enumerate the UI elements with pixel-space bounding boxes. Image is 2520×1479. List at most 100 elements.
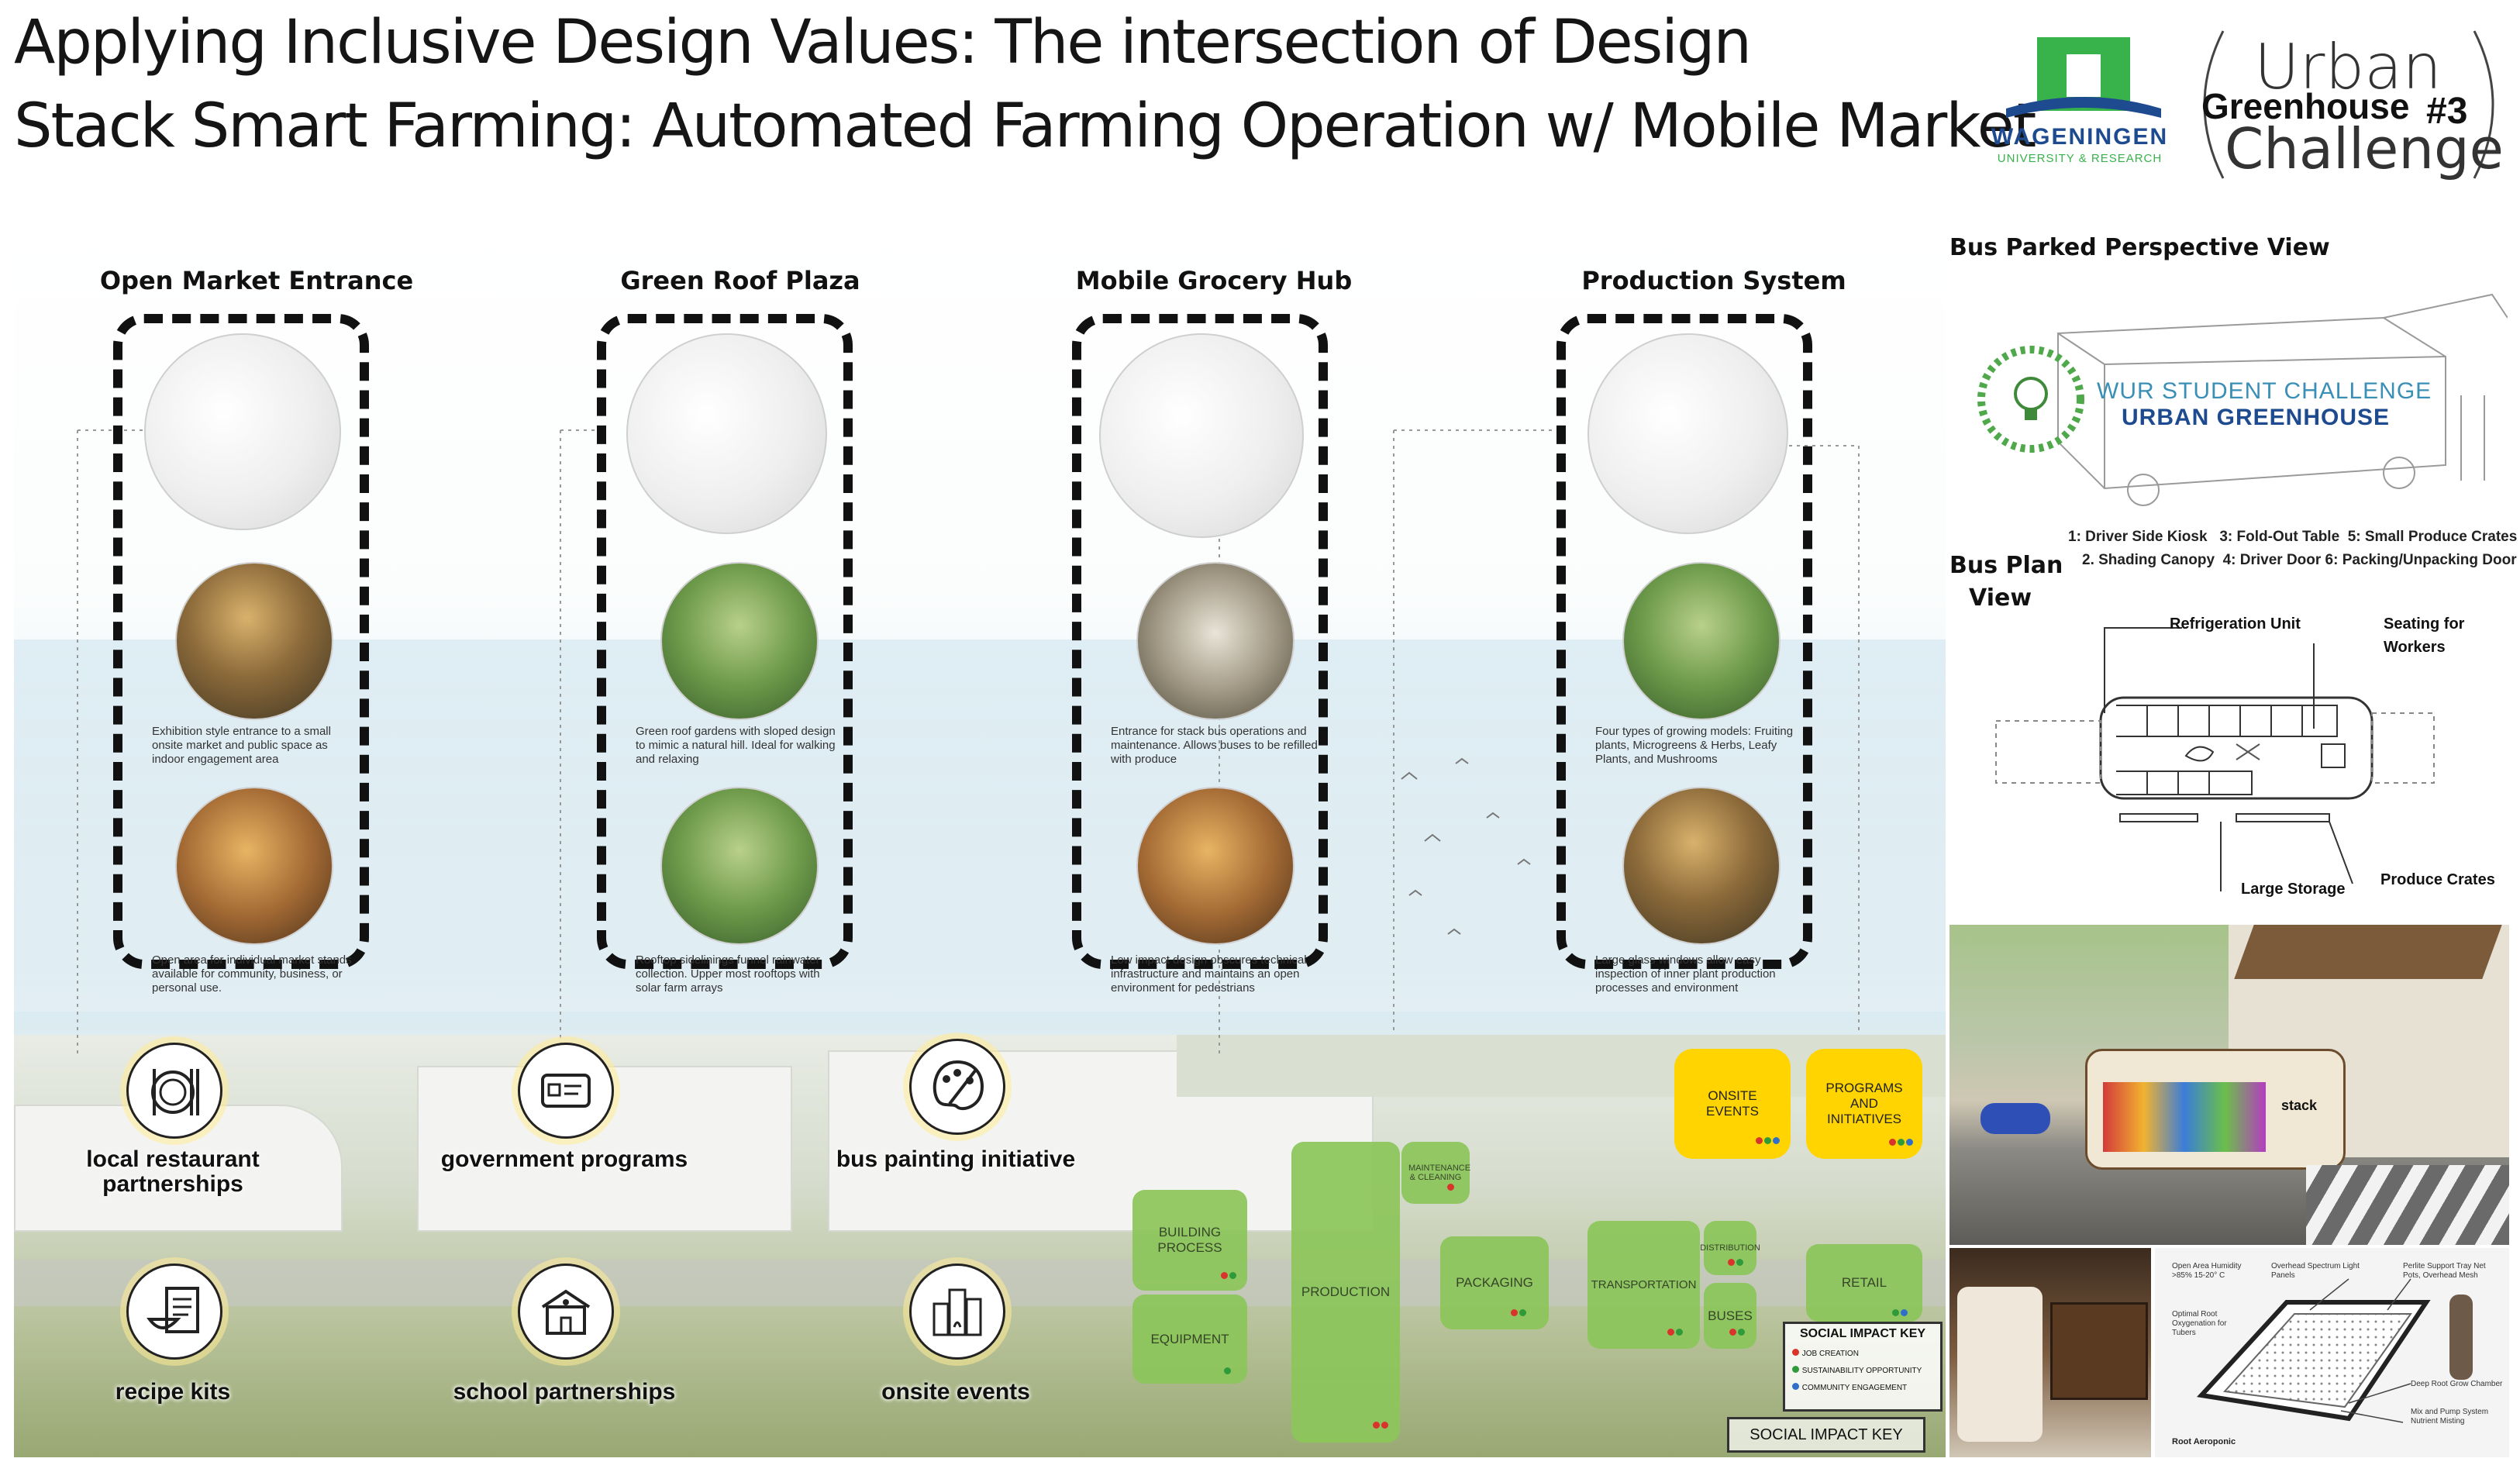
mobile-grocery-photo-1 bbox=[1136, 562, 1294, 720]
building-process-label: BUILDING PROCESS bbox=[1157, 1225, 1222, 1255]
mix-pump-label: Mix and Pump System Nutrient Misting bbox=[2411, 1408, 2489, 1426]
bus-mural bbox=[2103, 1082, 2266, 1152]
ugc-number: #3 bbox=[2426, 91, 2468, 132]
wur-student-challenge-text: WUR STUDENT CHALLENGE bbox=[2097, 378, 2432, 404]
wur-sub: UNIVERSITY & RESEARCH bbox=[1997, 152, 2163, 165]
produce-crates-label: Produce Crates bbox=[2380, 871, 2495, 888]
crosswalk bbox=[2306, 1165, 2509, 1245]
green-roof-desc-1: Green roof gardens with sloped design to… bbox=[636, 725, 836, 766]
maintenance-impact-dots bbox=[1446, 1181, 1455, 1195]
key-item-sustainability: SUSTAINABILITY OPPORTUNITY bbox=[1791, 1363, 1940, 1380]
large-storage-label: Large Storage bbox=[2241, 881, 2346, 898]
packaging-impact-dots bbox=[1510, 1306, 1527, 1320]
production-box: PRODUCTION bbox=[1291, 1142, 1400, 1443]
column-box-open-market bbox=[113, 314, 369, 969]
onsite-events-box-label: ONSITE EVENTS bbox=[1705, 1088, 1760, 1119]
production-label: PRODUCTION bbox=[1301, 1284, 1391, 1299]
icon-label-school-partnerships: school partnerships bbox=[453, 1379, 676, 1405]
bus-legend-line-1: 1: Driver Side Kiosk 3: Fold-Out Table 5… bbox=[2068, 529, 2518, 545]
bus-plan-title-1: Bus Plan bbox=[1949, 552, 2063, 579]
ugc-greenhouse: Greenhouse bbox=[2201, 86, 2410, 126]
wageningen-logo: WAGENINGEN UNIVERSITY & RESEARCH bbox=[1975, 31, 2177, 171]
shelf bbox=[2050, 1302, 2148, 1400]
icon-label-bus-painting: bus painting initiative bbox=[836, 1146, 1076, 1172]
bus-perspective-sketch: WUR STUDENT CHALLENGE URBAN GREENHOUSE bbox=[1949, 287, 2508, 512]
green-roof-sketch-image bbox=[626, 333, 827, 534]
ugc-urban: Urban bbox=[2254, 31, 2442, 103]
birds-icon bbox=[1401, 757, 1531, 935]
column-box-green-roof bbox=[597, 314, 853, 969]
root-aeroponic-caption: Root Aeroponic bbox=[2172, 1437, 2236, 1446]
urban-greenhouse-challenge-logo: Urban Greenhouse #3 Challenge bbox=[2194, 23, 2504, 186]
open-market-photo-2 bbox=[175, 787, 333, 945]
transportation-impact-dots bbox=[1667, 1326, 1684, 1339]
urban-greenhouse-text: URBAN GREENHOUSE bbox=[2122, 405, 2391, 430]
mobile-grocery-photo-2 bbox=[1136, 787, 1294, 945]
column-title-production: Production System bbox=[1581, 266, 1846, 295]
lightbulb-leaf-icon bbox=[1977, 346, 2084, 453]
icon-label-government: government programs bbox=[440, 1146, 688, 1172]
column-box-production bbox=[1556, 314, 1812, 969]
retail-box: RETAIL bbox=[1806, 1244, 1922, 1322]
id-card-icon bbox=[518, 1043, 614, 1139]
buses-impact-dots bbox=[1729, 1326, 1746, 1339]
buses-label: BUSES bbox=[1708, 1308, 1753, 1323]
production-photo-2 bbox=[1622, 787, 1781, 945]
production-desc-1: Four types of growing models: Fruiting p… bbox=[1595, 725, 1794, 766]
open-market-photo-1 bbox=[175, 562, 333, 720]
social-impact-key-footer: SOCIAL IMPACT KEY bbox=[1727, 1417, 1925, 1453]
distribution-box: DISTRIBUTION bbox=[1700, 1221, 1760, 1275]
city-icon bbox=[909, 1264, 1005, 1360]
title-line-1: Applying Inclusive Design Values: The in… bbox=[14, 8, 1752, 78]
open-market-sketch-image bbox=[144, 333, 341, 530]
retail-label: RETAIL bbox=[1841, 1275, 1887, 1290]
open-market-desc-1: Exhibition style entrance to a small ons… bbox=[152, 725, 331, 766]
icon-label-onsite-events: onsite events bbox=[881, 1379, 1030, 1405]
bus-brand-text: stack bbox=[2281, 1098, 2318, 1113]
column-title-green-roof: Green Roof Plaza bbox=[620, 266, 860, 295]
onsite-events-impact-dots bbox=[1755, 1134, 1781, 1148]
building-process-impact-dots bbox=[1220, 1269, 1237, 1283]
open-area-label: Open Area Humidity >85% 15-20° C bbox=[2172, 1262, 2242, 1280]
transportation-box: TRANSPORTATION bbox=[1587, 1221, 1700, 1349]
perspective-view-title: Bus Parked Perspective View bbox=[1949, 234, 2330, 261]
palette-icon bbox=[909, 1039, 1005, 1135]
building-process-box: BUILDING PROCESS bbox=[1132, 1190, 1247, 1291]
production-photo-1 bbox=[1622, 562, 1781, 720]
equipment-label: EQUIPMENT bbox=[1150, 1331, 1229, 1346]
maintenance-box: MAINTENANCE & CLEANING bbox=[1401, 1142, 1470, 1204]
root-oxygen-label: Optimal Root Oxygenation for Tubers bbox=[2172, 1310, 2227, 1337]
production-desc-2: Large glass windows allow easy inspectio… bbox=[1595, 953, 1776, 995]
equipment-impact-dots bbox=[1223, 1364, 1232, 1378]
bus-plan-drawing: Refrigeration Unit Seating for Workers L… bbox=[1980, 597, 2515, 922]
wur-emblem-icon bbox=[2006, 37, 2161, 118]
refrigeration-label: Refrigeration Unit bbox=[2170, 615, 2301, 633]
onsite-events-box: ONSITE EVENTS bbox=[1674, 1049, 1791, 1159]
blue-car bbox=[1980, 1103, 2050, 1134]
school-icon bbox=[518, 1264, 614, 1360]
packaging-label: PACKAGING bbox=[1456, 1275, 1533, 1290]
social-impact-key: SOCIAL IMPACT KEY JOB CREATION SUSTAINAB… bbox=[1783, 1322, 1943, 1412]
open-market-desc-2: Open area for individual market stands a… bbox=[152, 953, 352, 995]
buses-box: BUSES bbox=[1704, 1283, 1756, 1349]
seating-label-2: Workers bbox=[2384, 639, 2446, 656]
bus-plan-title-2: View bbox=[1969, 584, 2032, 612]
green-roof-photo-2 bbox=[660, 787, 819, 945]
recipe-icon bbox=[126, 1264, 222, 1360]
key-item-job-creation: JOB CREATION bbox=[1791, 1346, 1940, 1363]
bus-legend-line-2: 2. Shading Canopy 4: Driver Door 6: Pack… bbox=[2082, 552, 2517, 568]
sky-background bbox=[14, 640, 1946, 1012]
icon-label-local-restaurant: local restaurant partnerships bbox=[86, 1146, 260, 1197]
house-roof bbox=[2234, 925, 2502, 979]
main-diagram-panel: Open Market Entrance Exhibition style en… bbox=[14, 221, 1946, 1457]
distribution-label: DISTRIBUTION bbox=[1700, 1243, 1760, 1253]
green-roof-desc-2: Rooftop sidelinings funnel rainwater col… bbox=[636, 953, 820, 995]
bus-side-panel bbox=[1957, 1287, 2043, 1442]
production-impact-dots bbox=[1372, 1419, 1389, 1432]
social-impact-key-title: SOCIAL IMPACT KEY bbox=[1799, 1327, 1926, 1340]
mobile-grocery-desc-2: Low impact design obscures technical inf… bbox=[1111, 953, 1307, 995]
column-title-open-market: Open Market Entrance bbox=[99, 266, 414, 295]
programs-impact-dots bbox=[1888, 1136, 1914, 1150]
bus-plan-icon bbox=[1995, 627, 2435, 891]
parentheses-icon bbox=[2203, 30, 2494, 179]
